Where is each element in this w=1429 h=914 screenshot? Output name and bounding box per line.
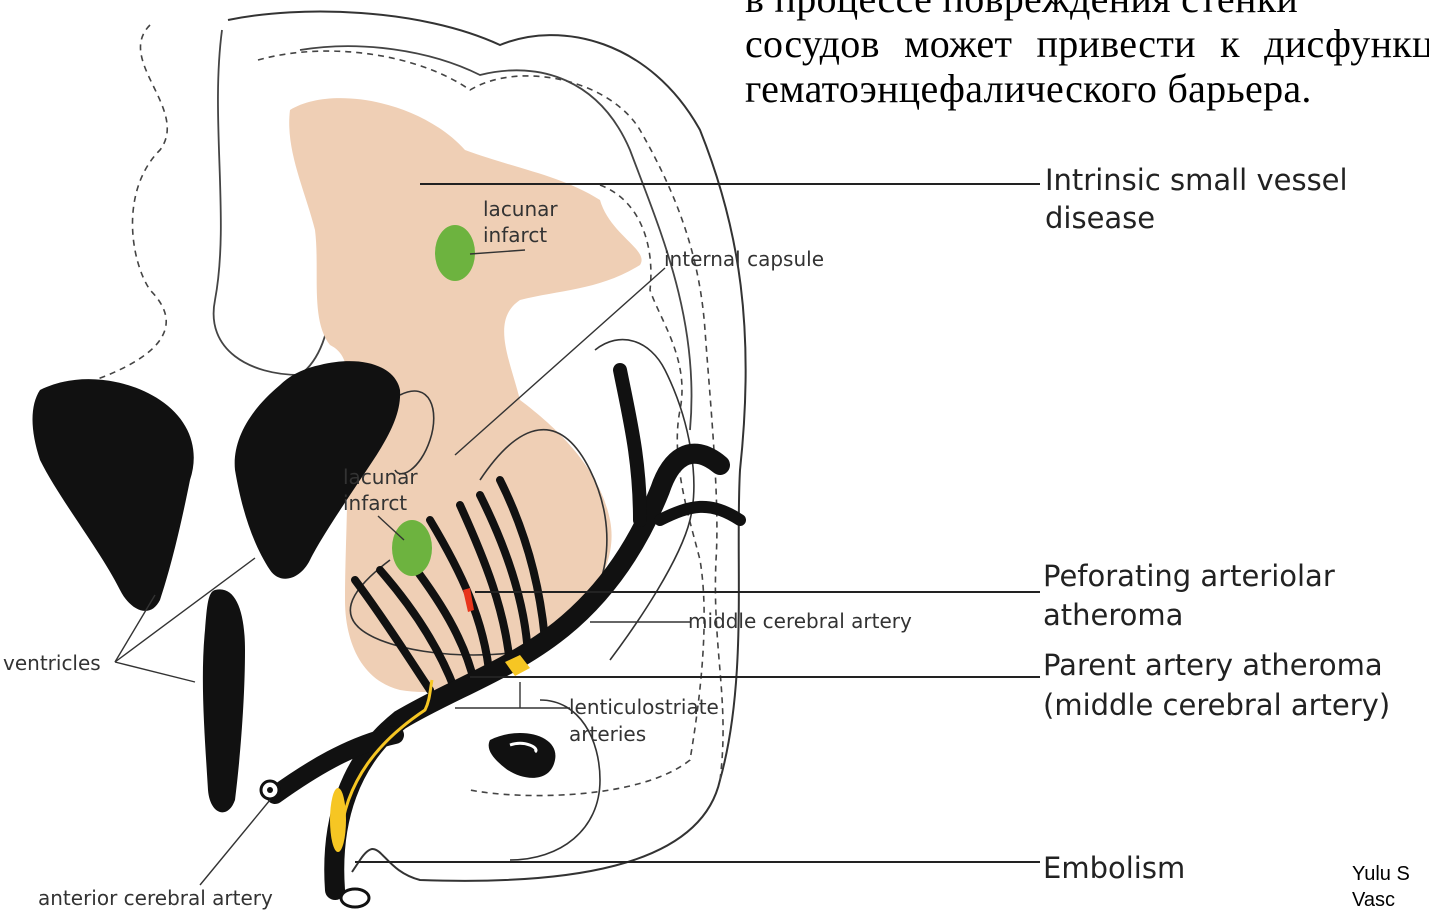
- citation-line-1: Yulu S: [1352, 862, 1410, 886]
- label-lacunar-top-2: infarct: [483, 222, 547, 248]
- mca-branch-lower: [660, 507, 740, 520]
- label-intrinsic-line1: Intrinsic small vessel: [1045, 160, 1348, 200]
- label-internal-capsule: internal capsule: [664, 246, 824, 272]
- label-lacunar-mid-2: infarct: [343, 490, 407, 516]
- citation-line-2: Vasc: [1352, 888, 1395, 912]
- lacunar-infarct-mid: [392, 520, 432, 576]
- embolus: [330, 788, 346, 852]
- dashed-boundary-left: [95, 25, 167, 380]
- ventricle-left: [33, 379, 194, 611]
- label-perforating-line2: atheroma: [1043, 595, 1183, 635]
- label-anterior-cerebral-artery: anterior cerebral artery: [38, 885, 273, 911]
- label-perforating-line1: Peforating arteriolar: [1043, 556, 1335, 596]
- label-embolism: Embolism: [1043, 848, 1185, 888]
- third-ventricle: [203, 589, 245, 812]
- label-parent-line1: Parent artery atheroma: [1043, 645, 1383, 685]
- black-structure: [489, 733, 556, 778]
- label-parent-line2: (middle cerebral artery): [1043, 685, 1390, 725]
- label-ventricles: ventricles: [3, 650, 101, 676]
- russian-text-line-1: в процессе повреждения стенки: [745, 0, 1298, 22]
- mca-cut-end: [341, 889, 369, 907]
- label-lacunar-mid-1: lacunar: [343, 464, 418, 490]
- aca-cut-center: [267, 787, 273, 793]
- anterior-cerebral-artery: [275, 735, 395, 795]
- lacunar-infarct-top: [435, 225, 475, 281]
- label-lacunar-top-1: lacunar: [483, 196, 558, 222]
- mca-branch-upper: [620, 370, 640, 520]
- label-intrinsic-line2: disease: [1045, 198, 1155, 238]
- russian-text-line-2: сосудов может привести к дисфункции: [745, 20, 1429, 67]
- label-middle-cerebral-artery: middle cerebral artery: [688, 608, 912, 634]
- label-lenticulostriate-1: lenticulostriate: [569, 694, 719, 720]
- russian-text-line-3: гематоэнцефалического барьера.: [745, 65, 1312, 112]
- label-lenticulostriate-2: arteries: [569, 721, 646, 747]
